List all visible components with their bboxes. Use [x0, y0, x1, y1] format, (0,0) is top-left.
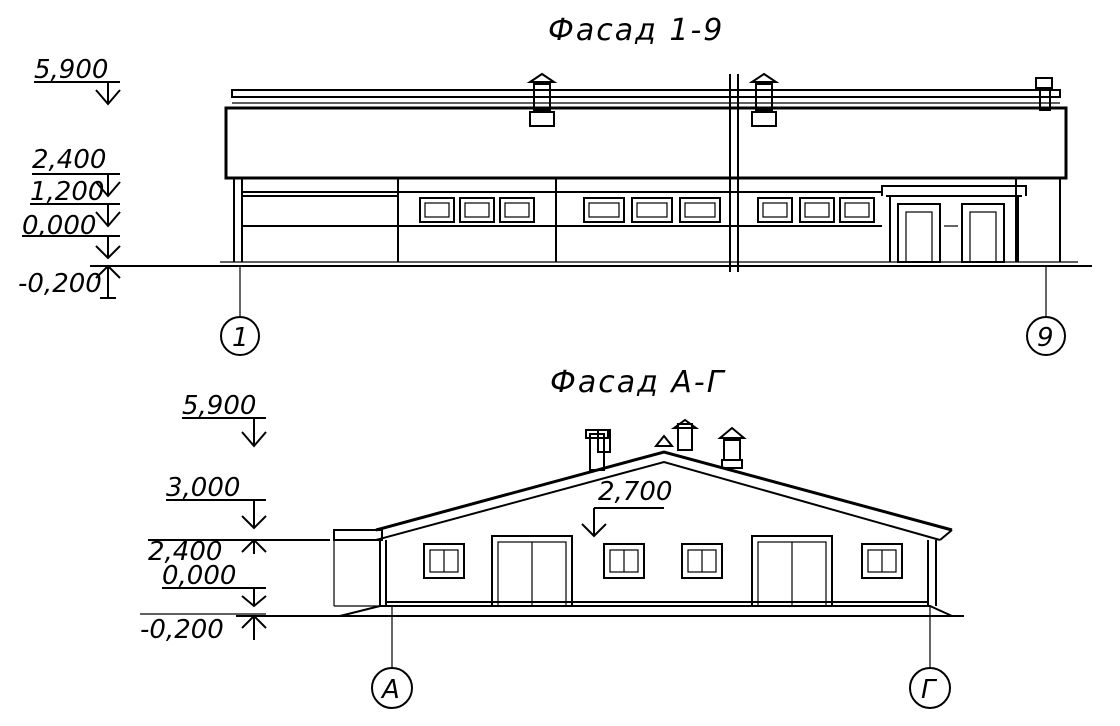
- level-minus-0200: -0,200: [18, 269, 102, 299]
- level-a-g-2700: 2,700: [598, 477, 672, 507]
- level-marks-1-9: 5,900 2,400 1,200 0,000 -0,200: [18, 55, 121, 299]
- level-a-g-5900: 5,900: [182, 391, 256, 421]
- doors-a-g: [491, 535, 833, 607]
- level-a-g-2400: 2,400: [148, 537, 222, 567]
- axis-marker-9: 9: [1026, 266, 1066, 356]
- axis-marker-a: А: [371, 606, 413, 709]
- axis-label-1: 1: [232, 323, 249, 353]
- windows-1-9: [419, 197, 875, 223]
- level-5900: 5,900: [34, 55, 108, 85]
- facade-1-9: Фасад 1-9 5,900 2,400 1,200 0,000 -0,200: [18, 13, 1092, 356]
- axis-label-g: Г: [921, 675, 938, 705]
- axis-marker-1: 1: [220, 266, 260, 356]
- roof-a-g: [333, 450, 953, 541]
- level-a-g-0000: 0,000: [162, 561, 236, 591]
- axis-label-a: А: [380, 675, 400, 705]
- wall-a-g: [333, 540, 937, 607]
- facade-1-9-title: Фасад 1-9: [548, 13, 724, 48]
- level-2400: 2,400: [32, 145, 106, 175]
- facade-a-g-title: Фасад А-Г: [550, 365, 726, 400]
- inner-level-2700: 2,700: [581, 477, 672, 538]
- break-line-1-9: [729, 74, 739, 272]
- wall-1-9: [233, 178, 1061, 262]
- roof-vents-a-g: [585, 418, 747, 471]
- facade-a-g: Фасад А-Г 5,900 3,000 2,400 0,000 -0,200: [140, 365, 964, 709]
- entrance-porch-1-9: [881, 185, 1027, 263]
- level-a-g-3000: 3,000: [166, 473, 240, 503]
- roof-parapet-1-9: [224, 89, 1068, 180]
- roof-vents-1-9: [526, 72, 1053, 127]
- windows-a-g: [423, 543, 903, 579]
- level-1200: 1,200: [30, 177, 104, 207]
- axis-label-9: 9: [1037, 323, 1054, 353]
- axis-marker-g: Г: [909, 606, 951, 709]
- level-a-g-minus-0200: -0,200: [140, 615, 224, 645]
- level-marks-a-g: 5,900 3,000 2,400 0,000 -0,200: [140, 391, 330, 645]
